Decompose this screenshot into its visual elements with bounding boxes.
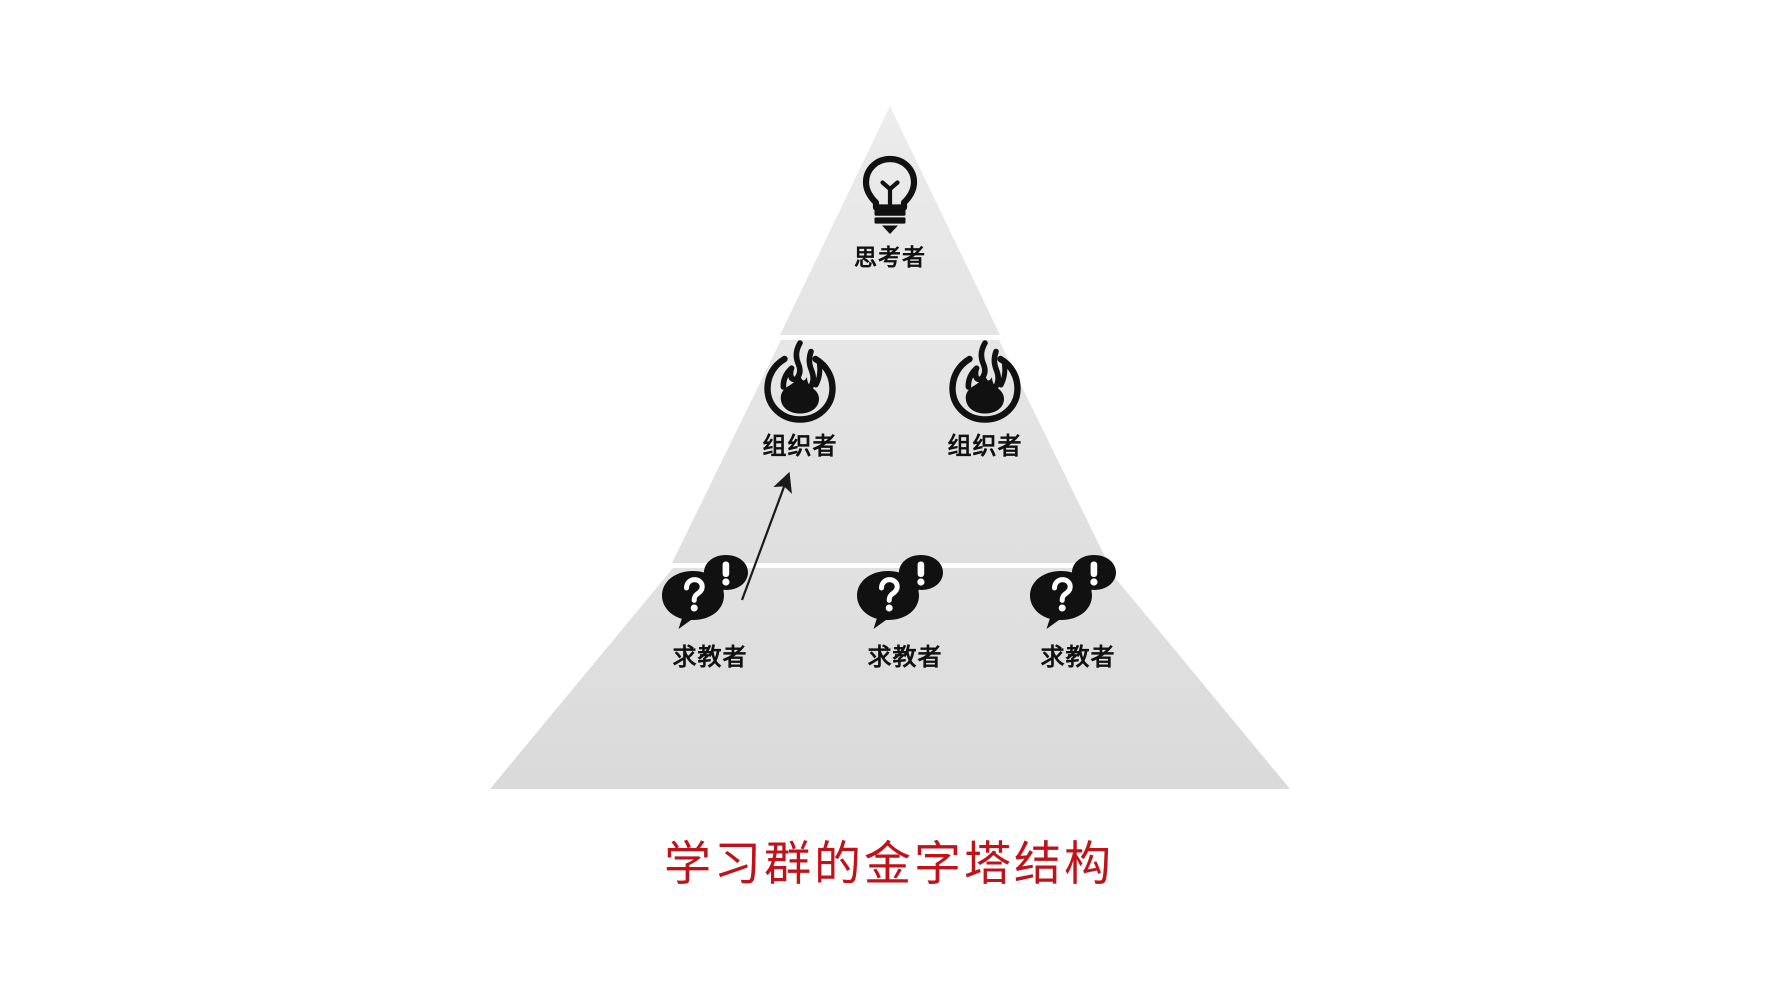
pyramid-node-seeker-3[interactable]: 求教者 — [978, 553, 1178, 672]
pyramid-node-label: 求教者 — [672, 643, 748, 671]
pyramid-node-label: 思考者 — [854, 245, 926, 271]
pyramid-node-label: 组织者 — [947, 432, 1023, 460]
figure-caption: 学习群的金字塔结构 — [664, 837, 1114, 892]
pyramid-node-organizer-2[interactable]: 组织者 — [885, 337, 1085, 461]
pyramid-node-thinker[interactable]: 思考者 — [790, 155, 990, 272]
pyramid-node-label: 求教者 — [1040, 643, 1116, 671]
lightbulb-icon — [790, 155, 990, 235]
pyramid-node-organizer-1[interactable]: 组织者 — [700, 337, 900, 461]
flame-icon — [885, 337, 1085, 423]
question-exclamation-speech-bubble-icon — [978, 553, 1178, 631]
pyramid-tier-seeker — [490, 568, 1290, 789]
pyramid-node-label: 组织者 — [762, 432, 838, 460]
flame-icon — [700, 337, 900, 423]
pyramid-node-seeker-2[interactable]: 求教者 — [805, 553, 1005, 672]
pyramid-node-label: 求教者 — [867, 643, 943, 671]
question-exclamation-speech-bubble-icon — [610, 553, 810, 631]
question-exclamation-speech-bubble-icon — [805, 553, 1005, 631]
pyramid-node-seeker-1[interactable]: 求教者 — [610, 553, 810, 672]
